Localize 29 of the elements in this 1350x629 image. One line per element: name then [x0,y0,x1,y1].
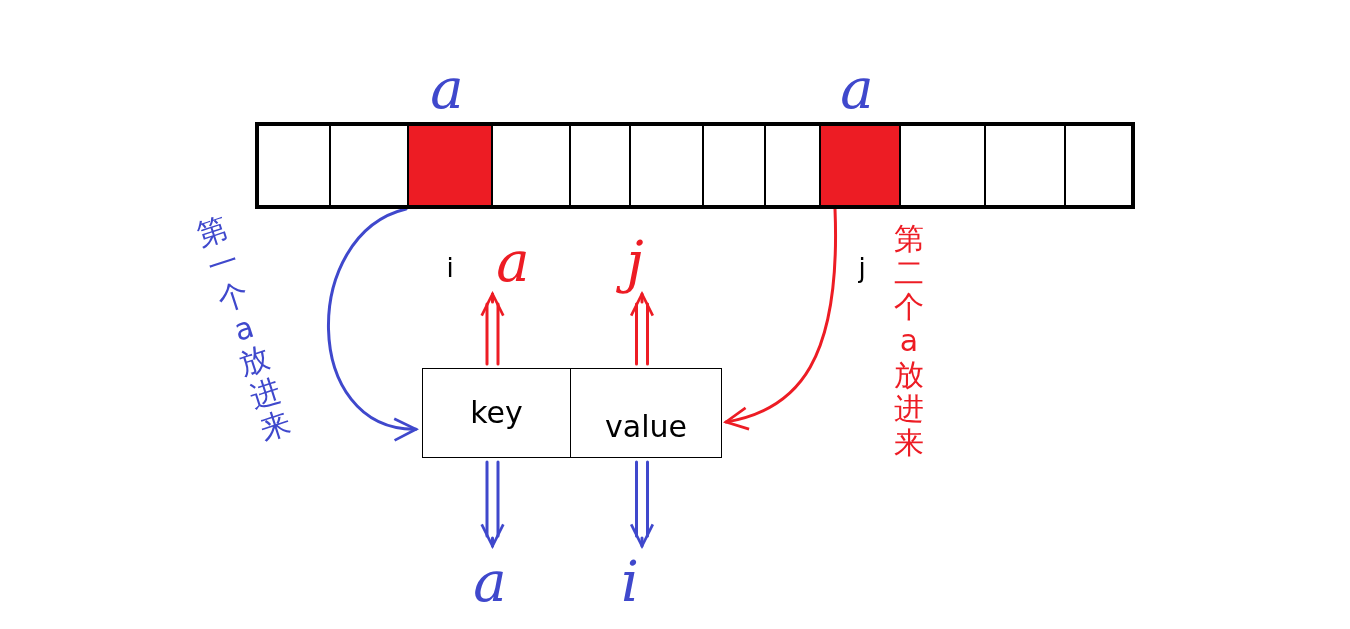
array-cell [258,125,330,206]
letter-label: a [839,59,875,119]
letter-label: i [600,552,660,614]
letter-label: a [455,552,525,614]
index-label: j [857,253,867,285]
array-cell [570,125,630,206]
highlighted-cell [820,125,900,206]
arrow [480,292,505,366]
highlighted-cell [408,125,492,206]
array-cell [900,125,985,206]
array-cell [1065,125,1132,206]
array-cell [630,125,703,206]
arrow [480,460,505,548]
arrow [629,460,655,548]
arrow [724,207,837,430]
array-cell [492,125,570,206]
array-cell [765,125,820,206]
index-label: i [445,253,455,285]
letter-label: a [429,59,465,119]
array-cell [330,125,408,206]
letter-label: j [605,232,665,292]
edge-label: 第二个a放进来 [893,222,925,460]
value-box: value [570,368,722,458]
array-cell [703,125,765,206]
arrow [629,292,655,366]
array-cell [985,125,1065,206]
arrow [327,207,418,439]
key-box: key [422,368,571,458]
letter-label: a [485,232,541,292]
